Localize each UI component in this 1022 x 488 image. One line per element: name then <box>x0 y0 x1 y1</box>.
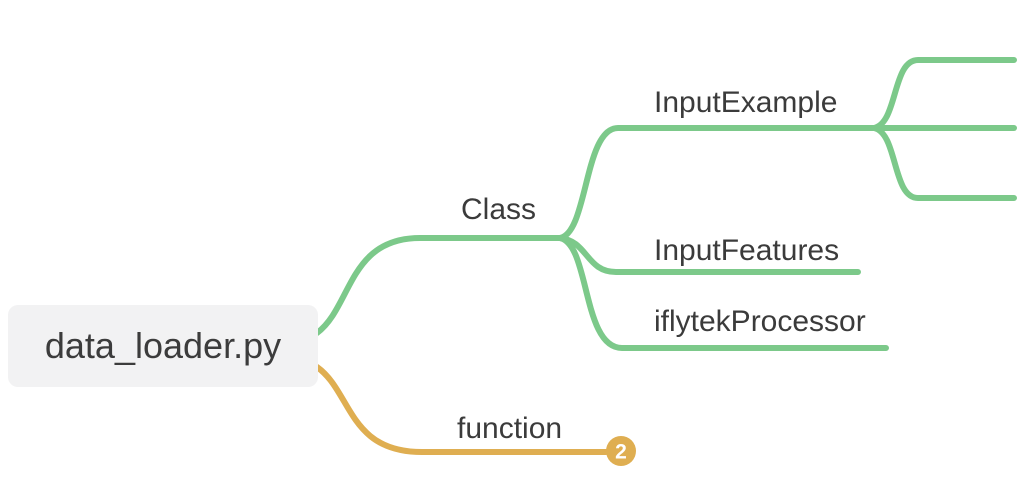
branch-line-root-to-class <box>314 235 563 336</box>
topic-inputfeatures[interactable]: InputFeatures <box>654 234 840 267</box>
branch-line-root-to-function <box>314 364 609 455</box>
topic-function[interactable]: function <box>457 412 563 445</box>
topic-class[interactable]: Class <box>461 193 537 226</box>
branch-line-class-to-inputexample <box>557 125 877 241</box>
badge-count: 2 <box>615 441 627 464</box>
topic-inputexample[interactable]: InputExample <box>654 86 838 119</box>
branch-line-inputexample-child-top <box>871 57 1017 131</box>
root-topic-label: data_loader.py <box>44 325 282 366</box>
topic-iflytekprocessor[interactable]: iflytekProcessor <box>654 305 866 338</box>
function-collapse-badge[interactable]: 2 <box>606 436 636 466</box>
branch-line-class-to-iflytekprocessor <box>557 235 889 351</box>
badge-circle[interactable] <box>606 436 636 466</box>
branch-line-inputexample-child-bottom <box>871 125 1017 201</box>
root-topic[interactable]: data_loader.py <box>8 305 318 387</box>
